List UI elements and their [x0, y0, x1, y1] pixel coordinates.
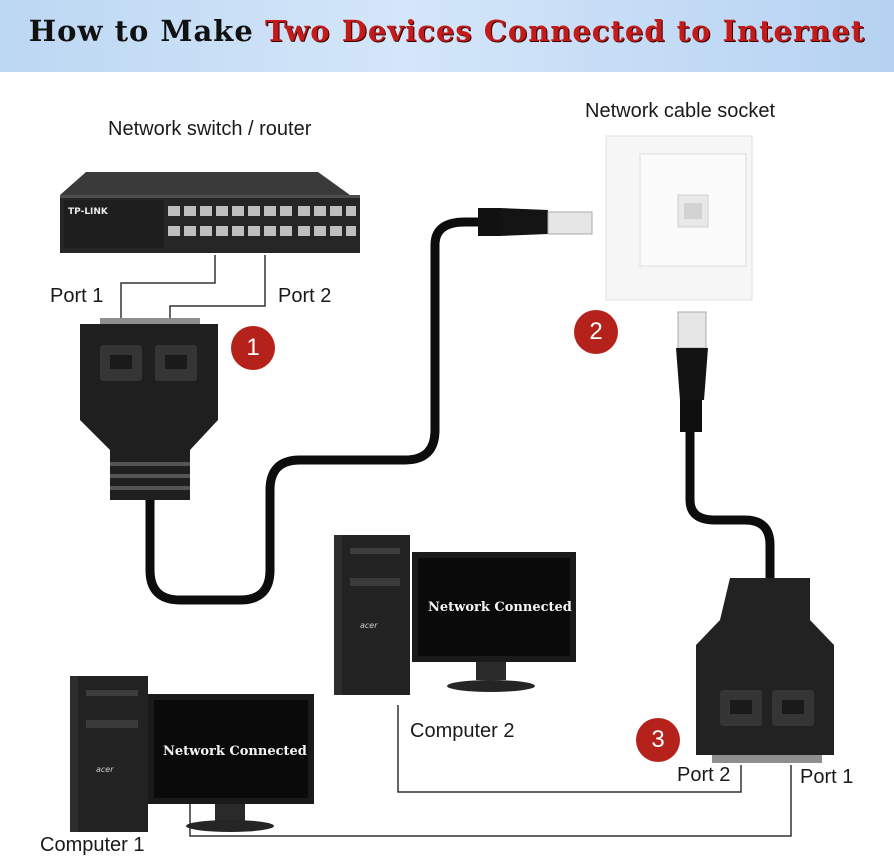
wire-computer1: [189, 765, 792, 837]
switch-label: Network switch / router: [108, 118, 312, 140]
rj45-plug-top: [478, 208, 593, 236]
socket-label: Network cable socket: [585, 100, 776, 122]
computer-2-brand: acer: [360, 621, 378, 630]
computer2-screen-text: Network Connected: [428, 600, 572, 615]
computer1-label: Computer 1: [40, 834, 145, 856]
splitter-port2-label: Port 2: [677, 764, 731, 786]
computer2-label: Computer 2: [410, 720, 515, 742]
computer-2-monitor: [412, 552, 576, 692]
title-banner: How to Make Two Devices Connected to Int…: [0, 0, 894, 72]
switch-port-grid: [168, 206, 356, 236]
title-highlight: Two Devices Connected to Internet: [264, 14, 866, 48]
cable-splitter1-to-socket: [145, 217, 485, 605]
rj45-plug-bottom: [676, 311, 708, 432]
network-switch: TP-LINK: [60, 172, 360, 253]
splitter-port1-label: Port 1: [800, 766, 854, 788]
splitter-3: [696, 578, 834, 763]
title-plain: How to Make: [28, 14, 254, 48]
computer-1-monitor: [148, 694, 314, 832]
computer1-screen-text: Network Connected: [163, 744, 307, 759]
wire-port1-switch: [120, 255, 216, 322]
computer-1-brand: acer: [96, 765, 114, 774]
wire-computer2: [397, 705, 742, 793]
switch-port1-label: Port 1: [50, 285, 104, 307]
splitter-1: [80, 318, 218, 500]
step-3-marker: 3: [636, 718, 680, 762]
computer-2-tower: acer: [334, 535, 410, 695]
wire-port2-switch: [169, 255, 266, 322]
step-2-marker: 2: [574, 310, 618, 354]
wall-socket: [605, 135, 753, 301]
switch-brand-logo: TP-LINK: [68, 207, 109, 217]
computer-1-tower: acer: [70, 676, 148, 832]
step-1-marker: 1: [231, 326, 275, 370]
cable-socket-to-splitter3: [685, 425, 775, 585]
switch-port2-label: Port 2: [278, 285, 332, 307]
page-title: How to Make Two Devices Connected to Int…: [0, 14, 894, 48]
